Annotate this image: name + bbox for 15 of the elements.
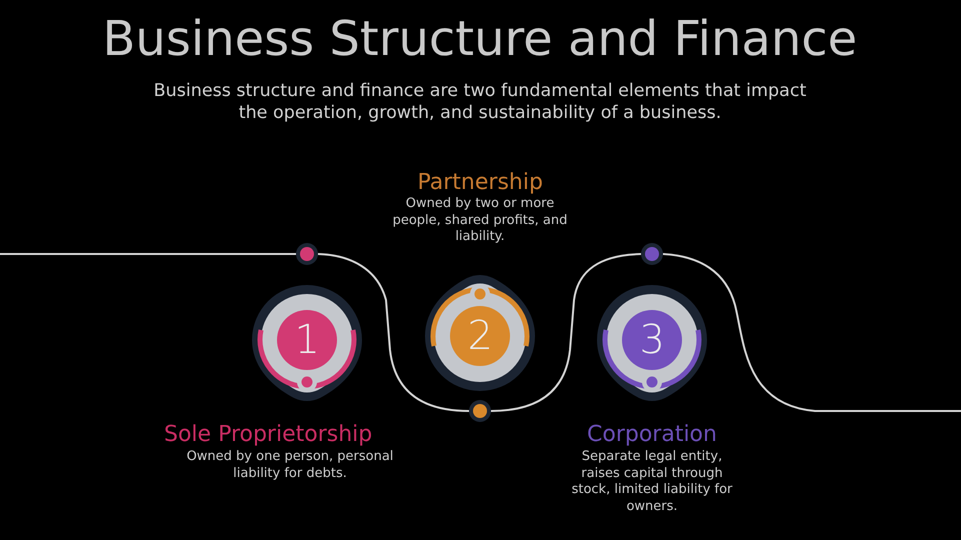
step-heading: Corporation bbox=[587, 423, 717, 447]
step-description: Owned by two or more people, shared profits, and liability. bbox=[392, 196, 568, 246]
connector-line bbox=[0, 253, 296, 255]
step-number: 1 bbox=[294, 318, 320, 362]
step-heading: Partnership bbox=[418, 171, 543, 195]
connector-line bbox=[490, 253, 642, 412]
step-number: 3 bbox=[640, 318, 665, 362]
subtitle: Business structure and finance are two fundamental elements that impact the operation, growth, and sustainability of a business. bbox=[152, 80, 808, 124]
step-description: Separate legal entity, raises capital through stock, limited liability for owners. bbox=[570, 449, 734, 515]
step-description: Owned by one person, personal liability for debts. bbox=[186, 449, 394, 482]
connector-line bbox=[318, 253, 470, 412]
connector-line bbox=[662, 253, 961, 412]
title: Business Structure and Finance bbox=[102, 11, 858, 67]
step-heading: Sole Proprietorship bbox=[164, 423, 372, 447]
step-number: 2 bbox=[468, 314, 493, 358]
